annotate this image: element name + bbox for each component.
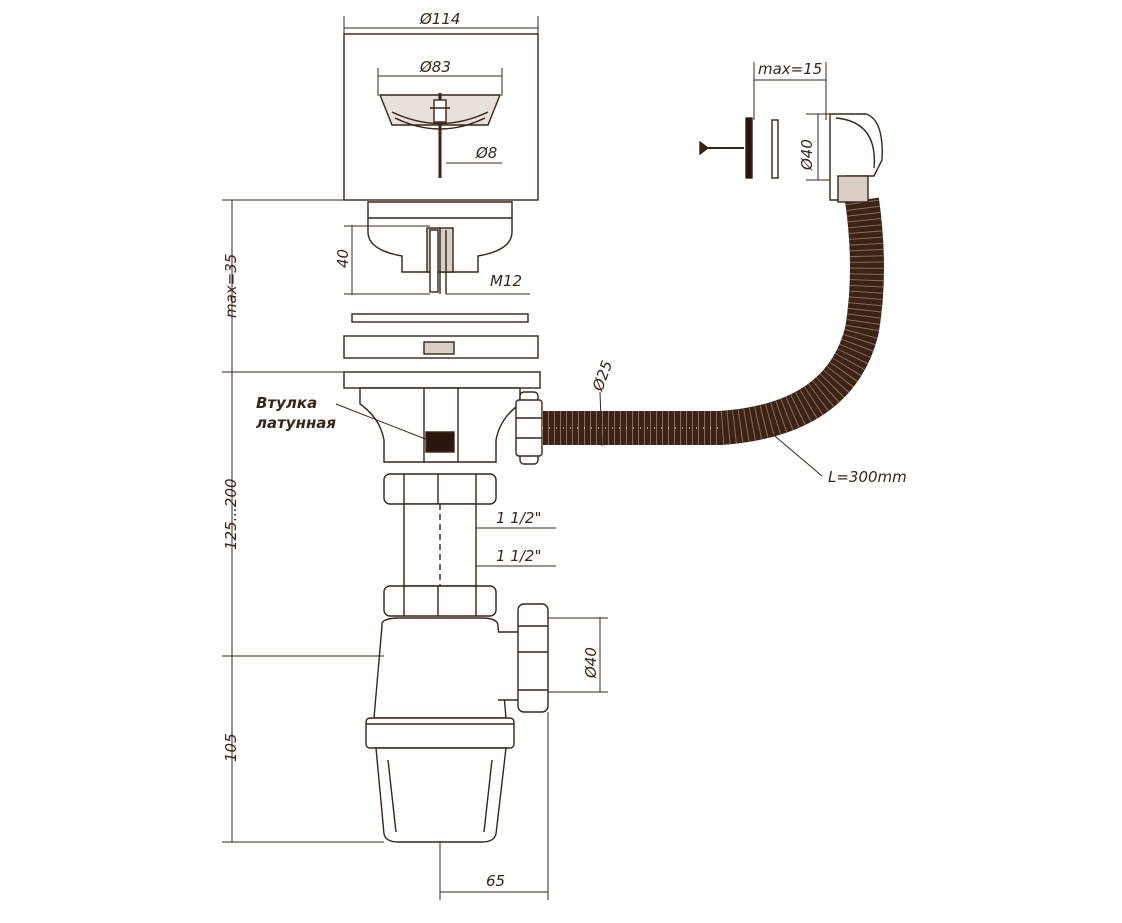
label-h105: 105	[222, 733, 240, 762]
strainer-top-view	[343, 33, 539, 201]
strainer-body	[367, 201, 513, 294]
label-d25: Ø25	[589, 358, 617, 394]
gasket-plates	[343, 313, 541, 389]
label-range125-200: 125...200	[222, 478, 240, 550]
label-thread1: 1 1/2"	[496, 509, 541, 527]
hose-length-leader	[769, 431, 823, 477]
label-bushing-line1: Втулка	[256, 394, 317, 412]
thread-leaders	[476, 527, 556, 567]
dimension-d114	[343, 16, 539, 34]
bottle-trap	[365, 603, 549, 843]
label-d40-overflow: Ø40	[798, 139, 816, 171]
overflow-head	[699, 113, 883, 203]
label-thread2: 1 1/2"	[496, 547, 541, 565]
tail-pipe	[383, 473, 497, 617]
label-max35: max=35	[222, 254, 240, 318]
left-dimensions	[222, 199, 384, 843]
label-d114: Ø114	[419, 10, 460, 28]
label-max15: max=15	[758, 60, 822, 78]
dimension-d40-outlet	[548, 617, 608, 693]
corrugated-hose	[542, 197, 884, 445]
dimension-d83	[377, 68, 503, 96]
label-hose-length: L=300mm	[828, 468, 907, 486]
label-d40-outlet: Ø40	[582, 647, 600, 679]
dimension-d40-overflow	[806, 113, 830, 181]
label-d83: Ø83	[419, 58, 451, 76]
label-bushing-line2: латунная	[256, 414, 336, 432]
label-w65: 65	[486, 872, 505, 890]
drain-body	[359, 387, 543, 465]
label-d8: Ø8	[475, 144, 497, 162]
dimension-d25	[599, 391, 603, 447]
bushing-leader	[335, 403, 429, 441]
label-m12: M12	[490, 272, 522, 290]
dimension-max15	[753, 62, 827, 120]
dimension-w65	[439, 712, 549, 900]
label-h40: 40	[334, 249, 352, 268]
dimension-h40	[344, 225, 530, 295]
